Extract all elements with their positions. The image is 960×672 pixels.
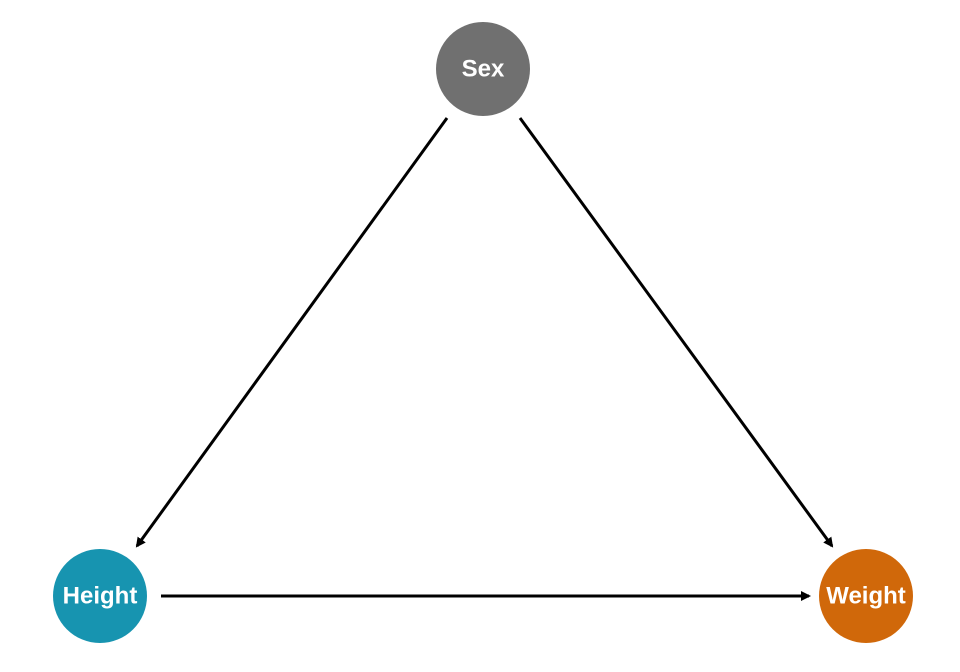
node-height: Height <box>53 549 147 643</box>
edge-sex-to-height <box>135 117 449 548</box>
node-sex-circle <box>436 22 530 116</box>
node-weight-label: Weight <box>826 582 906 609</box>
node-sex: Sex <box>436 22 530 116</box>
node-height-circle <box>53 549 147 643</box>
node-sex-label: Sex <box>462 55 505 82</box>
node-weight-circle <box>819 549 913 643</box>
edge-sex-to-weight <box>518 117 834 548</box>
node-weight: Weight <box>819 549 913 643</box>
node-height-label: Height <box>63 582 138 609</box>
